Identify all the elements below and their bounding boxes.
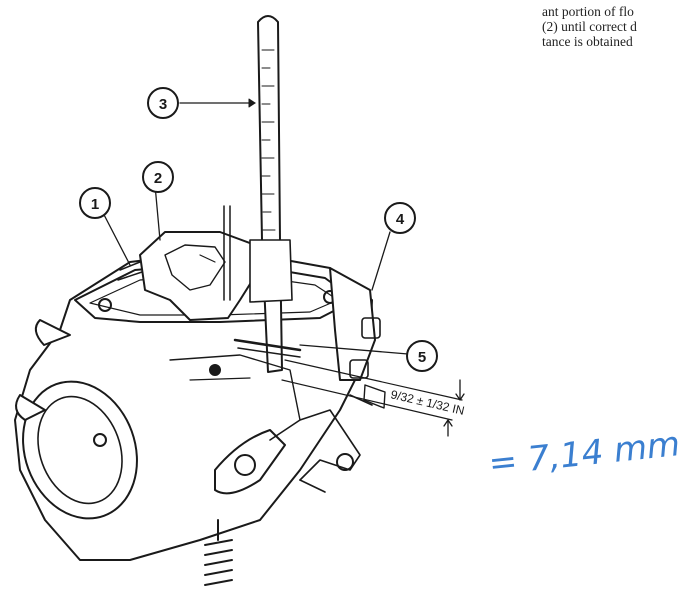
- text-line-2: (2) until correct d: [542, 19, 637, 34]
- text-line-1: ant portion of flo: [542, 4, 634, 19]
- text-line-3: tance is obtained: [542, 34, 633, 49]
- callout-4: 4: [396, 211, 405, 228]
- float: [139, 231, 263, 321]
- side-bracket: [329, 267, 376, 381]
- callout-3: 3: [159, 96, 167, 113]
- instruction-text: ant portion of flo (2) until correct d t…: [542, 4, 692, 49]
- handwritten-note: = 7,14 mm: [487, 424, 682, 484]
- callout-2: 2: [154, 170, 162, 187]
- gauge-rod: [223, 205, 231, 301]
- throttle-linkage: [214, 429, 286, 495]
- callout-1: 1: [91, 196, 99, 213]
- callout-5: 5: [418, 349, 426, 366]
- idle-spring: [204, 539, 233, 586]
- throat-opening: [22, 380, 138, 520]
- float-hinge: [117, 261, 143, 281]
